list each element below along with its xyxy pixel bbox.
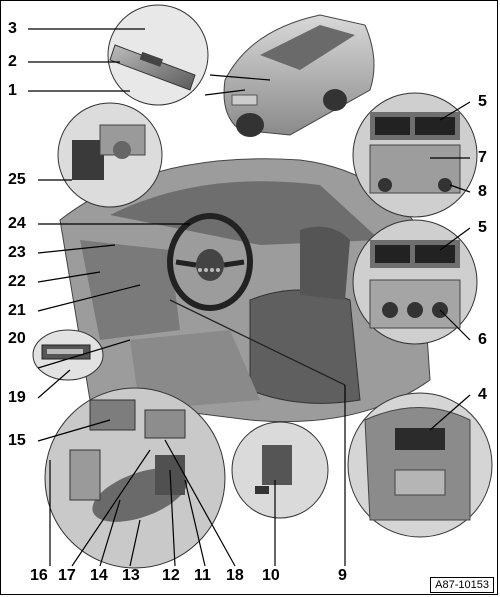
callout-20: 20 xyxy=(8,330,26,347)
callout-11: 11 xyxy=(194,567,211,584)
callout-7: 7 xyxy=(478,149,487,166)
callout-9: 9 xyxy=(338,567,347,584)
callout-25: 25 xyxy=(8,171,26,188)
detail-circle-lower-left xyxy=(44,387,226,569)
detail-circle-rear-console xyxy=(347,392,493,538)
callout-12: 12 xyxy=(162,567,180,584)
callout-6: 6 xyxy=(478,331,487,348)
callout-17: 17 xyxy=(58,567,76,584)
detail-circle-top xyxy=(107,4,209,106)
steering-wheel xyxy=(167,213,253,311)
callout-14: 14 xyxy=(90,567,108,584)
callout-22: 22 xyxy=(8,273,26,290)
callout-3: 3 xyxy=(8,20,17,37)
callout-13: 13 xyxy=(122,567,140,584)
callout-15: 15 xyxy=(8,432,26,449)
detail-circle-10 xyxy=(231,421,329,519)
callout-1: 1 xyxy=(8,82,17,99)
callout-5-lower: 5 xyxy=(478,219,487,236)
callout-10: 10 xyxy=(262,567,280,584)
callout-23: 23 xyxy=(8,244,26,261)
callout-2: 2 xyxy=(8,53,17,70)
detail-circle-radio-lower xyxy=(352,219,478,345)
detail-circle-25 xyxy=(57,102,163,208)
callout-19: 19 xyxy=(8,389,26,406)
callout-18: 18 xyxy=(226,567,244,584)
figure-id: A87-10153 xyxy=(430,577,494,593)
detail-circle-radio-upper xyxy=(352,92,478,218)
callout-24: 24 xyxy=(8,215,26,232)
callout-21: 21 xyxy=(8,302,26,319)
callout-4: 4 xyxy=(478,386,487,403)
leader-lines xyxy=(28,28,471,567)
car-silhouette xyxy=(223,14,375,137)
callout-8: 8 xyxy=(478,183,487,200)
callout-5-upper: 5 xyxy=(478,93,487,110)
callout-16: 16 xyxy=(30,567,48,584)
